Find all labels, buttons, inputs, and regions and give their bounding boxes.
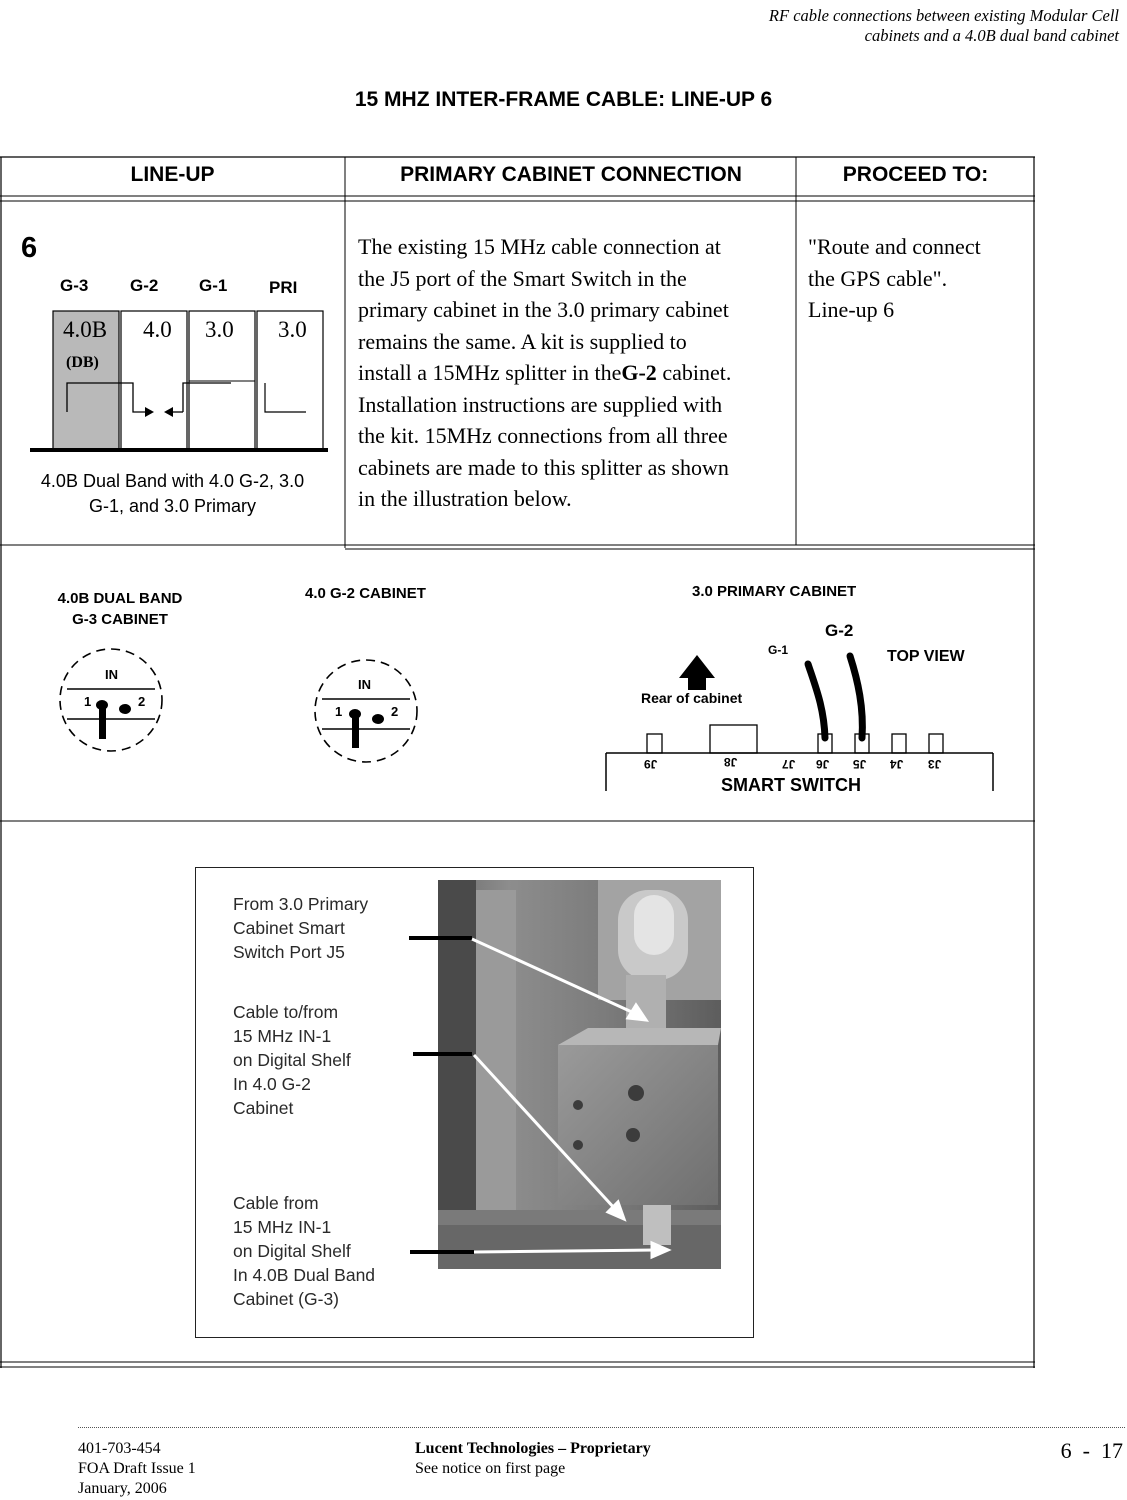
connection-line: install a 15MHz splitter in theG-2 cabin… <box>358 357 794 389</box>
running-header-line2: cabinets and a 4.0B dual band cabinet <box>864 26 1119 45</box>
callout-g2-cable: Cable to/from 15 MHz IN-1 on Digital She… <box>233 1000 351 1120</box>
cabinet-g3 <box>52 310 120 451</box>
page-number: 6 - 17 <box>1060 1438 1123 1463</box>
proceed-line: "Route and connect <box>808 234 981 259</box>
callout-line: on Digital Shelf <box>233 1241 351 1261</box>
connection-line: the kit. 15MHz connections from all thre… <box>358 423 728 448</box>
cabinet-pri <box>256 310 324 451</box>
g3-cabinet-label-line2: G-3 CABINET <box>72 611 168 628</box>
g2-connector-in: IN <box>358 677 371 692</box>
connection-line-bold: G-2 <box>621 360 657 385</box>
port-j8 <box>709 724 758 754</box>
cable-g1 <box>804 660 829 742</box>
footer-company: Lucent Technologies – Proprietary <box>415 1440 651 1457</box>
callout-g3-cable: Cable from 15 MHz IN-1 on Digital Shelf … <box>233 1191 375 1311</box>
footer-notice: See notice on first page <box>415 1460 566 1477</box>
callout-line: Cabinet <box>233 1098 294 1118</box>
connection-line: in the illustration below. <box>358 486 572 511</box>
arrow-up-icon <box>679 655 715 678</box>
footer-doc-number: 401-703-454 <box>78 1440 161 1457</box>
connector-diagram <box>59 648 994 791</box>
connection-line: remains the same. A kit is supplied to <box>358 328 687 354</box>
callout-line: Cable from <box>233 1193 319 1213</box>
callout-line: Cabinet Smart <box>233 918 345 938</box>
top-view-label: TOP VIEW <box>887 648 965 665</box>
proceed-line: Line-up 6 <box>808 297 895 322</box>
col-header-proceed-to: PROCEED TO: <box>842 163 989 186</box>
position-label-g1: G-1 <box>199 276 228 295</box>
position-label-pri: PRI <box>269 278 298 297</box>
version-g3: 4.0B <box>63 317 108 342</box>
callout-line: From 3.0 Primary <box>233 894 369 914</box>
rear-of-cabinet-label: Rear of cabinet <box>641 690 743 706</box>
connection-description: The existing 15 MHz cable connection at … <box>358 231 794 515</box>
g3-cabinet-label-line1: 4.0B DUAL BAND <box>57 590 183 607</box>
version-g1: 3.0 <box>205 317 234 342</box>
g3-splitter-connector <box>59 648 163 752</box>
footer-date: January, 2006 <box>78 1480 167 1497</box>
callout-line: on Digital Shelf <box>233 1050 351 1070</box>
g3-cabinet-label: 4.0B DUAL BAND G-3 CABINET <box>20 588 220 630</box>
port-j4 <box>891 733 907 754</box>
connection-line: cabinets are made to this splitter as sh… <box>358 454 729 480</box>
connection-line: the J5 port of the Smart Switch in the <box>358 265 687 291</box>
arrow-left-icon <box>164 407 173 417</box>
connection-line-text: install a 15MHz splitter in the <box>358 360 622 385</box>
callout-line: In 4.0 G-2 <box>233 1074 311 1094</box>
g2-connector-port2: 2 <box>391 704 399 719</box>
callout-line: Cabinet (G-3) <box>233 1289 340 1309</box>
cable-g2 <box>846 652 866 742</box>
port-j9 <box>646 733 663 754</box>
col-header-lineup: LINE-UP <box>130 163 215 186</box>
callout-line: Cable to/from <box>233 1002 339 1022</box>
g2-cable-label: G-2 <box>825 621 854 640</box>
port-j3 <box>928 733 944 754</box>
dual-band-tag: (DB) <box>66 354 99 371</box>
footer-rule <box>78 1427 1125 1428</box>
g2-splitter-connector <box>314 659 418 763</box>
connection-line: primary cabinet in the 3.0 primary cabin… <box>358 297 729 322</box>
footer-issue: FOA Draft Issue 1 <box>78 1460 196 1477</box>
photo-figure-frame <box>195 867 754 1338</box>
lineup-caption-line2: G-1, and 3.0 Primary <box>88 496 257 516</box>
connection-line: The existing 15 MHz cable connection at <box>358 234 721 259</box>
connection-line-text: cabinet. <box>656 360 732 385</box>
version-pri: 3.0 <box>278 317 307 342</box>
connection-line: Installation instructions are supplied w… <box>358 391 723 417</box>
proceed-line: the GPS cable". <box>808 265 948 291</box>
callout-primary-j5: From 3.0 Primary Cabinet Smart Switch Po… <box>233 892 368 964</box>
footer-left: 401-703-454 FOA Draft Issue 1 January, 2… <box>78 1439 196 1499</box>
primary-cabinet-label: 3.0 PRIMARY CABINET <box>692 583 857 600</box>
proceed-to-text: "Route and connect the GPS cable". Line-… <box>808 231 1032 326</box>
g2-cabinet-label: 4.0 G-2 CABINET <box>305 585 426 602</box>
position-label-g2: G-2 <box>130 276 159 295</box>
callout-line: Switch Port J5 <box>233 942 345 962</box>
lineup-caption-line1: 4.0B Dual Band with 4.0 G-2, 3.0 <box>40 471 305 491</box>
g3-connector-port1: 1 <box>84 694 92 709</box>
arrow-right-icon <box>145 407 154 417</box>
lineup-caption: 4.0B Dual Band with 4.0 G-2, 3.0 G-1, an… <box>0 469 345 519</box>
lineup-number: 6 <box>21 232 38 264</box>
g1-cable-label: G-1 <box>768 643 789 657</box>
g3-connector-port2: 2 <box>138 694 146 709</box>
callout-line: 15 MHz IN-1 <box>233 1217 332 1237</box>
version-g2: 4.0 <box>143 317 172 342</box>
position-label-g3: G-3 <box>60 276 89 295</box>
g3-connector-in: IN <box>105 667 118 682</box>
col-header-primary-connection: PRIMARY CABINET CONNECTION <box>400 163 742 186</box>
callout-line: In 4.0B Dual Band <box>233 1265 376 1285</box>
footer-center: Lucent Technologies – Proprietary See no… <box>415 1439 651 1479</box>
callout-line: 15 MHz IN-1 <box>233 1026 332 1046</box>
running-header: RF cable connections between existing Mo… <box>769 6 1119 46</box>
page-title: 15 MHZ INTER-FRAME CABLE: LINE-UP 6 <box>354 88 773 111</box>
smart-switch-top-view <box>605 652 994 791</box>
g2-connector-port1: 1 <box>335 704 343 719</box>
lineup-cabinet-diagram <box>30 310 328 452</box>
smart-switch-label: SMART SWITCH <box>721 775 861 795</box>
running-header-line1: RF cable connections between existing Mo… <box>768 6 1119 25</box>
